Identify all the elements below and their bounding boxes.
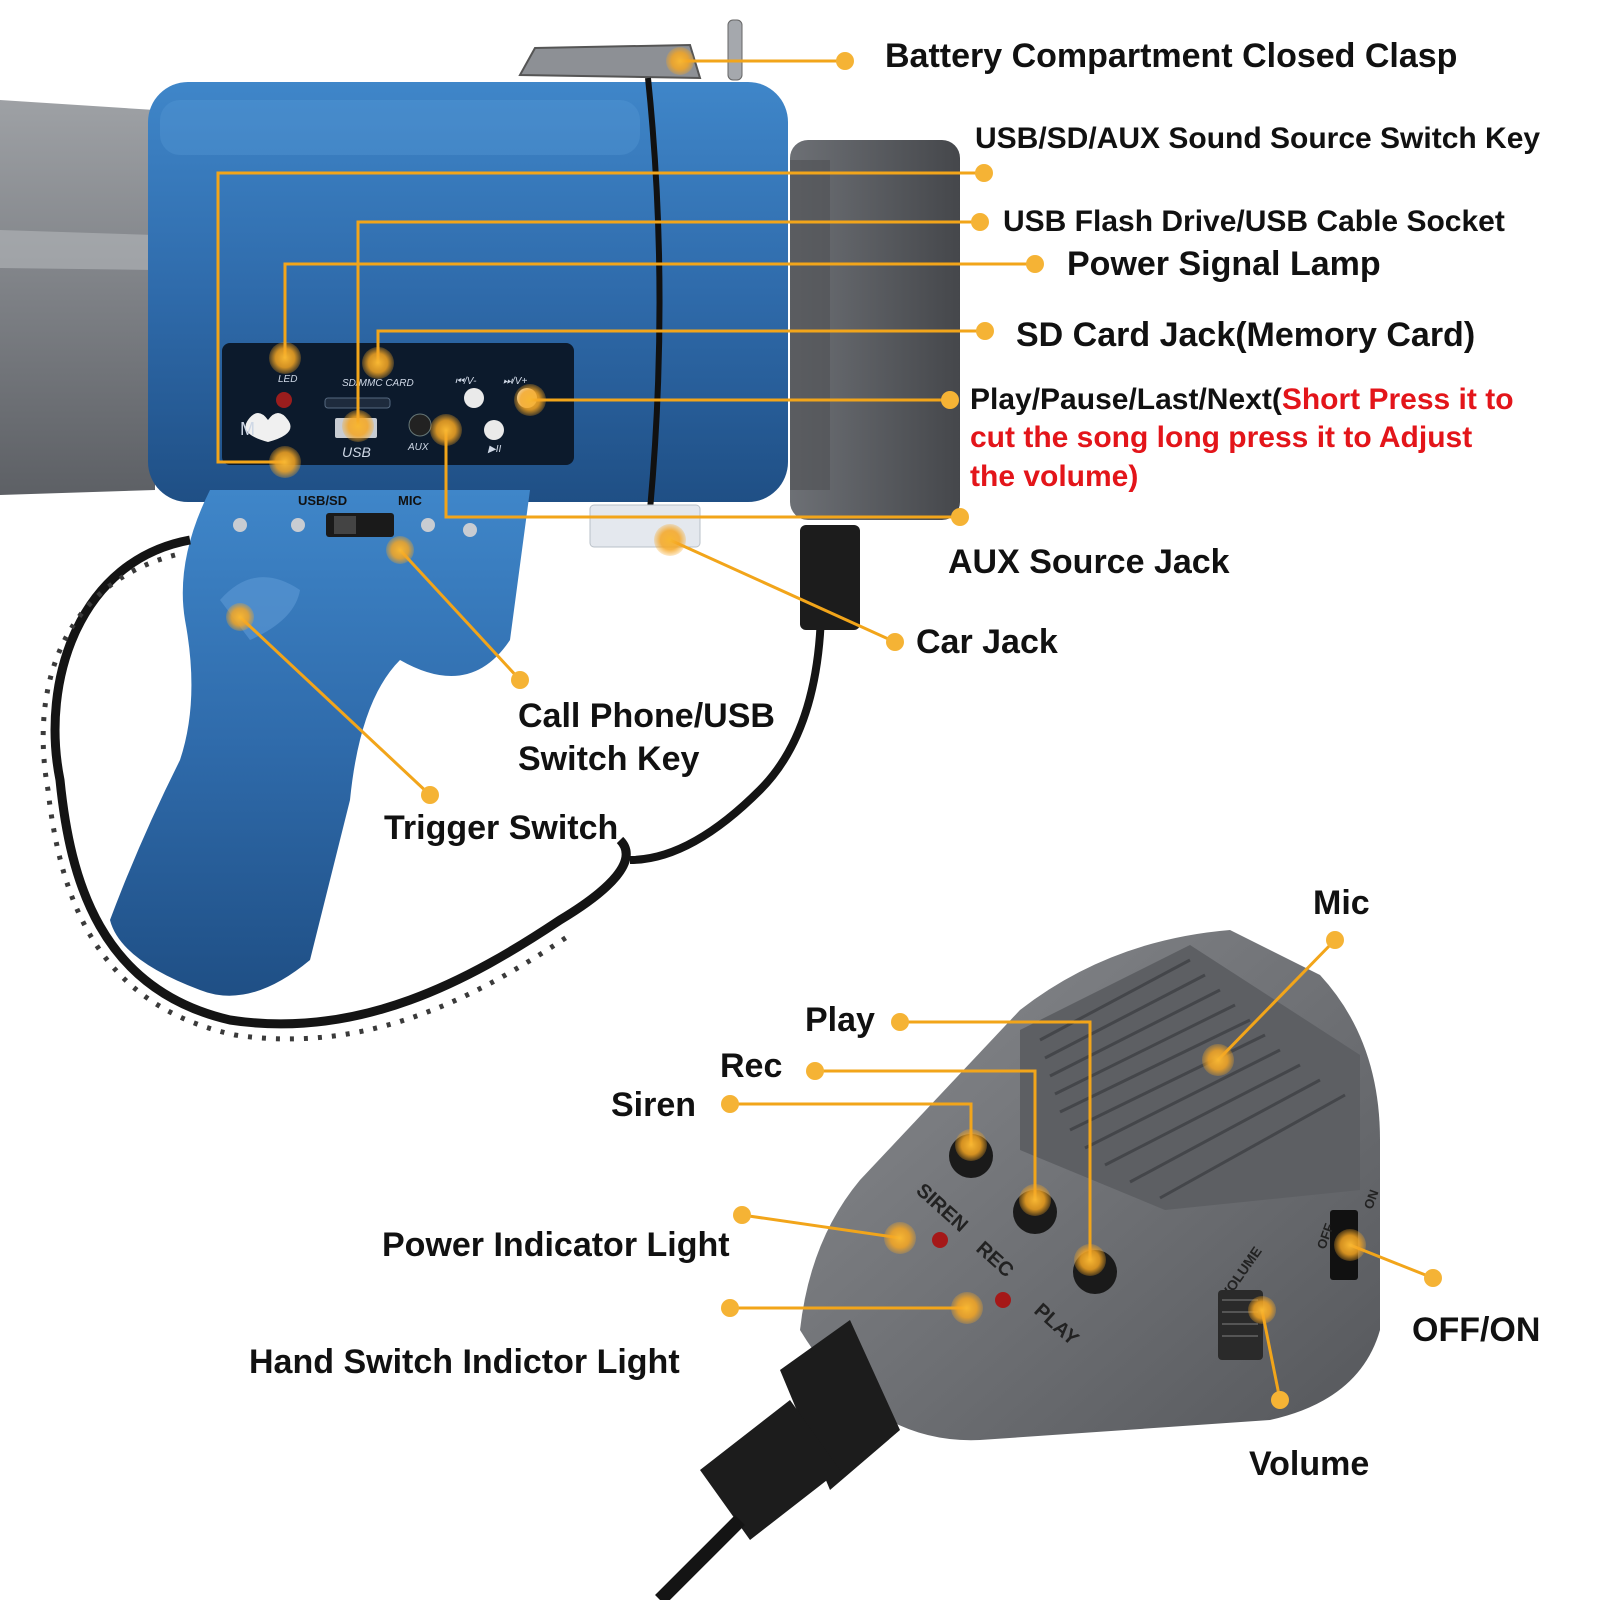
prev-marking: ⏮/V-	[455, 376, 477, 387]
label-mic: Mic	[1313, 884, 1370, 922]
horn	[0, 100, 155, 495]
label-call-phone-line1: Call Phone/USB	[518, 697, 775, 735]
straight-cord	[629, 559, 826, 864]
label-aux-source-jack: AUX Source Jack	[948, 543, 1230, 581]
body-strap	[645, 77, 663, 511]
label-siren: Siren	[611, 1086, 697, 1124]
label-off-on: OFF/ON	[1412, 1311, 1541, 1349]
car-jack-plug	[800, 525, 860, 630]
label-sd-card-jack: SD Card Jack(Memory Card)	[1016, 316, 1476, 354]
aux-marking: AUX	[407, 442, 429, 453]
label-volume: Volume	[1249, 1445, 1370, 1483]
next-marking: ⏭/V+	[503, 376, 527, 387]
leader-dots	[226, 47, 1442, 1409]
on-marking: ON	[1361, 1188, 1382, 1211]
label-source-switch-key: USB/SD/AUX Sound Source Switch Key	[975, 122, 1541, 155]
label-hand-switch-indicator: Hand Switch Indictor Light	[249, 1343, 680, 1381]
play-pause-note-line1: Short Press it to	[1281, 383, 1514, 416]
play-pause-note-line3: the volume)	[970, 460, 1139, 493]
label-play-pause: Play/Pause/Last/Next(Short Press it to	[970, 382, 1514, 418]
leader-lines	[216, 59, 1434, 1401]
label-call-phone-line2: Switch Key	[518, 740, 700, 778]
hand-microphone: SIREN REC PLAY VOLUME OFF ON	[655, 930, 1382, 1600]
led-marking: LED	[278, 374, 297, 385]
label-play: Play	[805, 1001, 875, 1039]
label-rec: Rec	[720, 1047, 783, 1085]
pistol-grip: USB/SD MIC	[110, 490, 530, 996]
battery-clasp	[518, 19, 743, 81]
sd-card-marking: SD/MMC CARD	[342, 378, 414, 389]
label-power-indicator: Power Indicator Light	[382, 1226, 730, 1264]
label-power-signal-lamp: Power Signal Lamp	[1067, 245, 1381, 283]
label-battery-clasp: Battery Compartment Closed Clasp	[885, 37, 1458, 75]
usb-marking: USB	[342, 444, 371, 460]
horn-highlight	[0, 230, 155, 270]
usb-sd-marking: USB/SD	[298, 493, 347, 508]
play-pause-prefix: Play/Pause/Last/Next(	[970, 383, 1282, 416]
play-pause-marking: ▶II	[487, 444, 501, 455]
mic-switch-marking: MIC	[398, 493, 422, 508]
play-pause-note-line2: cut the song long press it to Adjust	[970, 421, 1473, 454]
label-usb-socket: USB Flash Drive/USB Cable Socket	[1003, 205, 1505, 238]
coiled-cord	[40, 535, 631, 1042]
label-trigger-switch: Trigger Switch	[384, 809, 619, 847]
m-marking: M	[240, 419, 255, 439]
label-car-jack: Car Jack	[916, 623, 1058, 661]
